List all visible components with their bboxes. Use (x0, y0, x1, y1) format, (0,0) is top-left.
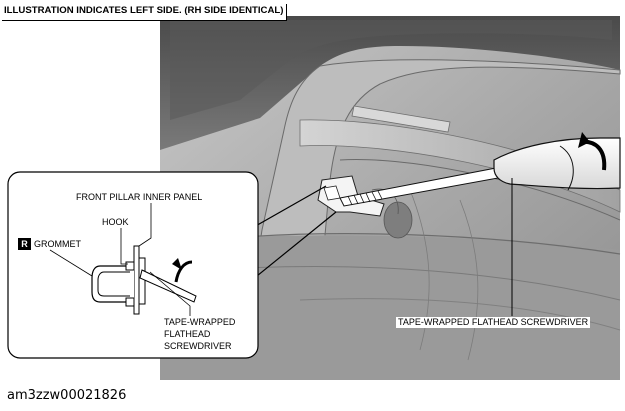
grommet-label: GROMMET (34, 239, 81, 249)
reuse-badge: R (18, 238, 31, 250)
inset-detail (7, 171, 259, 359)
hook-label: HOOK (102, 217, 129, 227)
inset-screwdriver-line-2: FLATHEAD (164, 329, 211, 339)
screwdriver-shape (339, 132, 621, 207)
front-pillar-label: FRONT PILLAR INNER PANEL (76, 192, 203, 202)
page-title: ILLUSTRATION INDICATES LEFT SIDE. (RH SI… (2, 4, 288, 21)
main-screwdriver-label: TAPE-WRAPPED FLATHEAD SCREWDRIVER (396, 317, 591, 328)
inset-screwdriver-line-1: TAPE-WRAPPED (164, 317, 236, 327)
figure-code: am3zzw00021826 (7, 388, 127, 403)
inset-screwdriver-line-3: SCREWDRIVER (164, 341, 232, 351)
